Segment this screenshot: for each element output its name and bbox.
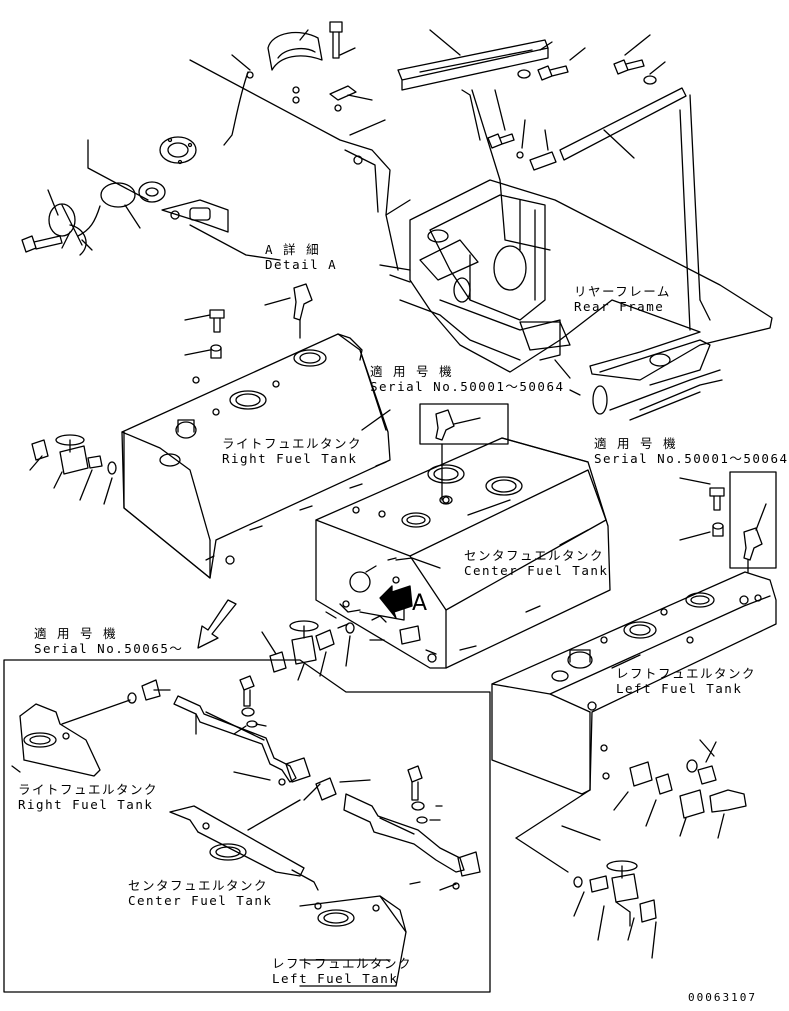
drain-valve [60, 446, 88, 474]
label-inset-right-tank: ライトフュエルタンク Right Fuel Tank [18, 782, 158, 812]
bolt-right [614, 60, 644, 74]
left-tank-jp: レフトフュエルタンク [616, 666, 757, 681]
center-fuel-tank [262, 404, 610, 680]
cover-panel [190, 60, 398, 270]
bolt-left [22, 236, 62, 252]
float-disc [49, 204, 75, 236]
rear-frame-group [380, 30, 772, 420]
center-tank-en: Center Fuel Tank [464, 563, 609, 578]
serial-frame-center [420, 404, 508, 444]
cover-bolt-hole [354, 156, 362, 164]
bracket-small [330, 86, 356, 100]
label-right-tank: ライトフュエルタンク Right Fuel Tank [222, 436, 362, 466]
label-inset-left-tank: レフトフュエルタンク Left Fuel Tank [272, 956, 412, 986]
label-serial-upper: 適 用 号 機 Serial No.50001～50064 [370, 364, 565, 394]
serial-frame-left [730, 472, 776, 568]
upper-rail [398, 40, 548, 90]
bolt-left-tank [710, 488, 724, 496]
lower-rail [560, 88, 686, 160]
gasket-plain [101, 183, 135, 207]
rear-frame-en: Rear Frame [574, 299, 665, 314]
drawing-number: 00063107 [688, 991, 757, 1004]
bracket-frame [530, 152, 556, 170]
sender-flange [139, 182, 165, 202]
left-tank-en: Left Fuel Tank [616, 681, 743, 696]
detail-a-group [22, 22, 410, 270]
detail-a-jp: A 詳 細 [265, 242, 321, 257]
view-marker-a: A [412, 591, 428, 616]
inset-left-jp: レフトフュエルタンク [272, 956, 413, 971]
rear-frame-body [410, 180, 772, 380]
bolt-frame [488, 134, 514, 148]
inset-center-en: Center Fuel Tank [128, 893, 273, 908]
inset-arrow [198, 600, 236, 648]
view-arrow [380, 586, 412, 618]
serial-lower-en: Serial No.50065～ [34, 641, 184, 656]
wire-harness [224, 72, 248, 145]
clamp-ring [268, 33, 322, 70]
rear-frame-jp: リヤーフレーム [574, 284, 671, 299]
cover-panel-edge [345, 150, 378, 212]
bolt-top [330, 22, 342, 32]
elbow-fitting [294, 284, 312, 320]
inset-right-jp: ライトフュエルタンク [18, 782, 159, 797]
right-tank-en: Right Fuel Tank [222, 451, 358, 466]
label-left-tank: レフトフュエルタンク Left Fuel Tank [616, 666, 756, 696]
washer-upper [518, 70, 530, 78]
sender-gasket [160, 137, 196, 163]
left-fuel-tank [492, 472, 776, 958]
serial-right-jp: 適 用 号 機 [594, 436, 678, 451]
serial-lower-jp: 適 用 号 機 [34, 626, 118, 641]
center-tank-jp: センタフュエルタンク [464, 548, 605, 563]
label-detail-a: A 詳 細 Detail A [265, 242, 337, 272]
serial-upper-en: Serial No.50001～50064 [370, 379, 565, 394]
label-inset-center-tank: センタフュエルタンク Center Fuel Tank [128, 878, 272, 908]
inset-group [4, 600, 490, 992]
inset-center-jp: センタフュエルタンク [128, 878, 269, 893]
label-serial-lower: 適 用 号 機 Serial No.50065～ [34, 626, 183, 656]
inset-right-en: Right Fuel Tank [18, 797, 154, 812]
inset-frame [4, 660, 490, 992]
label-center-tank: センタフュエルタンク Center Fuel Tank [464, 548, 608, 578]
label-serial-right: 適 用 号 機 Serial No.50001～50064 [594, 436, 789, 466]
label-rear-frame: リヤーフレーム Rear Frame [574, 284, 671, 314]
bolt-upper [538, 66, 568, 80]
right-fuel-tank [30, 284, 390, 578]
left-tank-outline [492, 572, 776, 794]
bolt-tank-top [210, 310, 224, 318]
detail-a-en: Detail A [265, 257, 338, 272]
inset-left-en: Left Fuel Tank [272, 971, 399, 986]
right-tank-jp: ライトフュエルタンク [222, 436, 363, 451]
serial-right-en: Serial No.50001～50064 [594, 451, 789, 466]
serial-upper-jp: 適 用 号 機 [370, 364, 454, 379]
center-valve [292, 636, 316, 664]
